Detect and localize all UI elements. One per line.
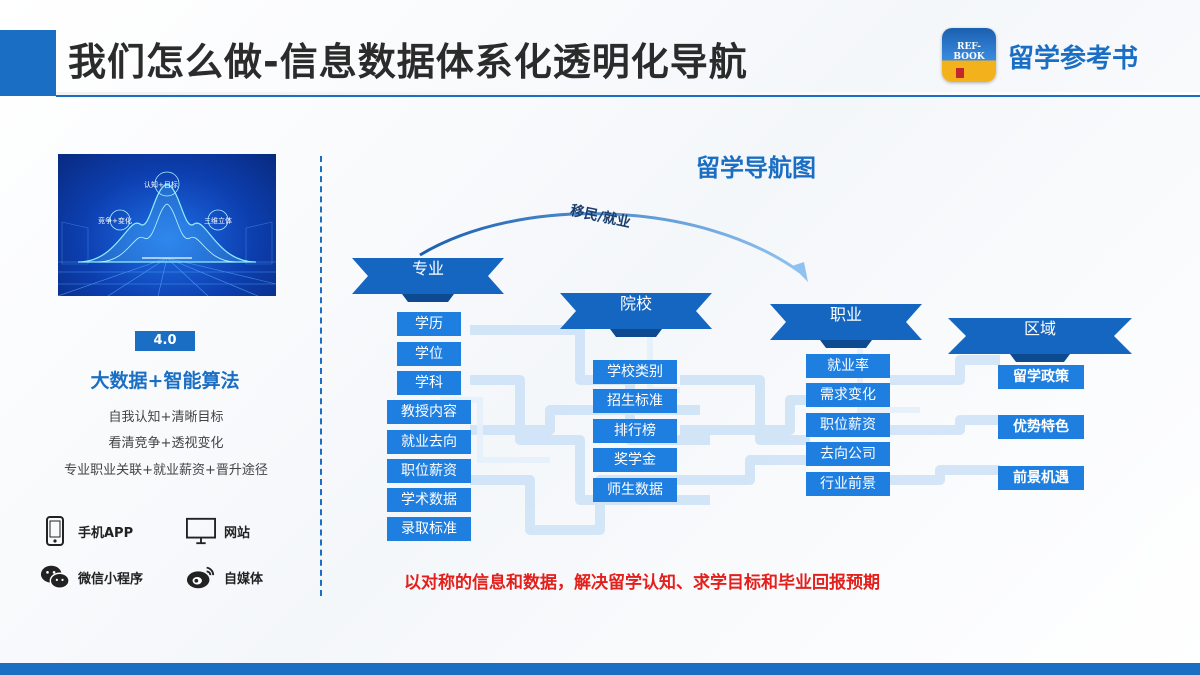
feature-line-1: 自我认知+清晰目标 <box>108 410 224 425</box>
channel-website: 网站 <box>186 516 250 546</box>
tag-item: 留学政策 <box>998 365 1084 389</box>
tag-item: 教授内容 <box>387 400 471 424</box>
feature-line-3: 专业职业关联+就业薪资+晋升途径 <box>64 463 268 478</box>
tag-item: 去向公司 <box>806 442 890 466</box>
channel-label: 手机APP <box>78 525 134 541</box>
tag-item: 行业前景 <box>806 472 890 496</box>
tag-item: 奖学金 <box>593 448 677 472</box>
migration-arc-arrow <box>419 212 808 282</box>
banner-label: 职业 <box>829 305 862 324</box>
brand-logo: REF-BOOK <box>942 28 996 82</box>
algorithm-title: 大数据+智能算法 <box>90 370 240 392</box>
tag-item: 学术数据 <box>387 488 471 512</box>
tag-item: 学位 <box>397 342 461 366</box>
feature-line-2: 看清竞争+透视变化 <box>108 436 224 451</box>
channel-mobile-app: 手机APP <box>40 516 133 546</box>
wechat-icon <box>40 562 70 592</box>
banner-label: 院校 <box>619 294 652 313</box>
phone-icon <box>40 516 70 546</box>
channel-self-media: 自媒体 <box>186 562 263 592</box>
brand-name: 留学参考书 <box>1008 44 1139 74</box>
panel-divider <box>320 156 322 596</box>
brand-logo-text: REF-BOOK <box>953 42 985 62</box>
tag-item: 排行榜 <box>593 419 677 443</box>
navigation-map-title: 留学导航图 <box>696 154 816 182</box>
page-title: 我们怎么做-信息数据体系化透明化导航 <box>68 40 748 84</box>
hero-label-cognition: 认知+目标 <box>144 181 178 189</box>
tag-item: 师生数据 <box>593 478 677 502</box>
banner-major: 专业 <box>352 250 504 302</box>
tag-item: 学历 <box>397 312 461 336</box>
tag-item: 录取标准 <box>387 517 471 541</box>
hero-label-3d: 三维立体 <box>204 217 232 225</box>
tag-item: 就业率 <box>806 354 890 378</box>
tag-item: 就业去向 <box>387 430 471 454</box>
footer-bar <box>0 663 1200 675</box>
header-divider <box>56 95 1200 97</box>
hero-label-competition: 竞争+变化 <box>98 217 132 225</box>
banner-label: 区域 <box>1023 319 1056 338</box>
channel-wechat-mini: 微信小程序 <box>40 562 143 592</box>
banner-label: 专业 <box>411 259 444 278</box>
tag-item: 招生标准 <box>593 389 677 413</box>
tag-item: 需求变化 <box>806 383 890 407</box>
channel-label: 微信小程序 <box>78 571 144 587</box>
big-data-illustration: 认知+目标 竞争+变化 三维立体 <box>58 154 276 296</box>
tag-item: 学校类别 <box>593 360 677 384</box>
weibo-icon <box>186 562 216 592</box>
monitor-icon <box>186 516 216 546</box>
banner-university: 院校 <box>560 285 712 337</box>
tag-item: 学科 <box>397 371 461 395</box>
bottom-slogan: 以对称的信息和数据，解决留学认知、求学目标和毕业回报预期 <box>404 573 880 593</box>
tag-item: 职位薪资 <box>387 459 471 483</box>
tag-item: 优势特色 <box>998 415 1084 439</box>
channel-label: 自媒体 <box>224 571 264 587</box>
tag-item: 职位薪资 <box>806 413 890 437</box>
tag-item: 前景机遇 <box>998 466 1084 490</box>
banner-career: 职业 <box>770 296 922 348</box>
banner-region: 区域 <box>948 310 1132 362</box>
version-badge: 4.0 <box>135 331 195 351</box>
channel-label: 网站 <box>224 525 251 541</box>
bookmark-icon <box>956 68 964 78</box>
header-accent-block <box>0 30 56 96</box>
header-shadow <box>56 92 1200 95</box>
